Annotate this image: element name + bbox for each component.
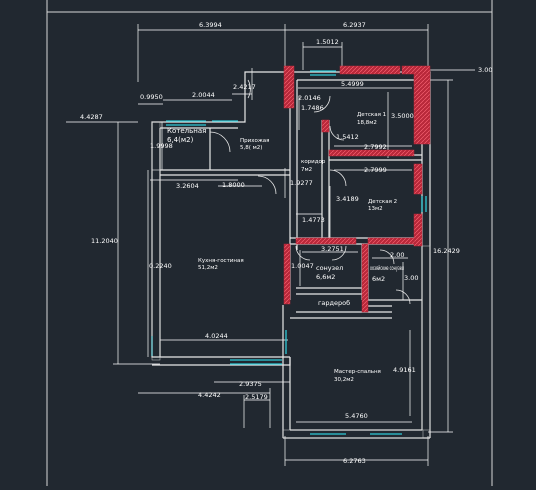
dim-label: 6.2937 (343, 21, 366, 29)
brick-wall (413, 163, 423, 195)
hatched-wall (151, 169, 161, 361)
dim-label: 6.2763 (343, 457, 366, 465)
dim-label: 1.5412 (336, 133, 359, 141)
dim-label: 16.2429 (433, 247, 460, 255)
dim-label: 2.7992 (364, 143, 387, 151)
dim-label: 1.9277 (290, 179, 313, 187)
dim-label: 5.4999 (341, 80, 364, 88)
dimension-lines (66, 24, 475, 466)
room-detskaya2-area: 13м2 (368, 206, 383, 212)
room-kotelnaya-name: Котельная (167, 127, 206, 135)
door-arc (329, 125, 345, 141)
room-prikhozhaya-area: 5,8( м2) (240, 145, 262, 151)
dim-label: 1.5012 (316, 38, 339, 46)
room-master-area: 30,2м2 (334, 377, 354, 383)
dim-label: 11.2040 (91, 237, 118, 245)
brick-wall (339, 65, 401, 75)
door-arc (209, 131, 231, 153)
room-koridor-area: 7м2 (301, 167, 312, 173)
dim-label: 4.0244 (205, 332, 228, 340)
room-hoz-name: хозяйские сонузел (370, 264, 404, 272)
door-arc (313, 95, 331, 113)
dim-label: 3.00 (404, 274, 418, 282)
dim-label: 3.4189 (336, 195, 359, 203)
dim-label: 4.9161 (393, 366, 416, 374)
door-arc (247, 79, 251, 99)
brick-walls (283, 65, 431, 313)
door-arc (329, 169, 347, 187)
dim-label: 4.4242 (198, 391, 221, 399)
room-prikhozhaya-name: Прихожая (240, 138, 269, 144)
room-garderob-name: гардероб (318, 299, 350, 307)
dim-label: 0.9950 (140, 93, 163, 101)
room-sanuzel-name: сонузел (316, 264, 343, 272)
brick-wall (413, 213, 423, 247)
dim-label: 2.9375 (239, 380, 262, 388)
room-hoz-area: 6м2 (372, 275, 385, 283)
door-arc (295, 245, 311, 261)
dim-label: 2.00 (390, 251, 404, 259)
brick-wall (361, 243, 369, 313)
room-detskaya1-name: Детская 1 (357, 112, 386, 118)
windows (151, 70, 427, 435)
room-kotelnaya-area: 6,4(м2) (167, 136, 194, 144)
room-sanuzel-area: 6,6м2 (316, 273, 335, 281)
brick-wall (321, 119, 330, 133)
doors (209, 79, 411, 305)
room-kukhnya-area: 51,2м2 (198, 265, 218, 271)
dim-label: 2.7999 (364, 166, 387, 174)
dim-label: 2.0146 (298, 94, 321, 102)
room-detskaya1-area: 18,8м2 (357, 120, 377, 126)
door-arc (379, 249, 395, 265)
hatched-walls (151, 121, 431, 439)
dim-label: 1.9998 (150, 142, 173, 150)
dim-label: 3.2604 (176, 182, 199, 190)
room-detskaya2-name: Детская 2 (368, 199, 397, 205)
hatched-wall (421, 245, 431, 431)
brick-wall (367, 237, 415, 245)
outer-wall-left (151, 121, 160, 358)
dim-label: 2.4217 (233, 83, 256, 91)
dim-label: 2.0044 (192, 91, 215, 99)
outer-wall-top (160, 71, 290, 123)
dim-label: 1.4773 (302, 216, 325, 224)
dim-label: 3.2751 (321, 245, 344, 253)
brick-wall (328, 149, 415, 157)
dim-label: 1.8000 (222, 181, 245, 189)
dim-label: 6.3994 (199, 21, 222, 29)
room-labels: Котельная 6,4(м2) Прихожая 5,8( м2) кори… (167, 112, 404, 383)
door-arc (257, 175, 277, 195)
dim-label: 0.2240 (149, 262, 172, 270)
dim-label: 3.5000 (391, 112, 414, 120)
door-arc (331, 245, 347, 261)
room-kukhnya-name: Кухня-гостиная (198, 258, 244, 264)
dim-label: 3.00 (478, 66, 492, 74)
dimension-labels: 6.3994 6.2937 1.5012 3.00 5.4999 0.9950 … (80, 21, 492, 465)
brick-wall (413, 73, 431, 145)
room-koridor-name: коридор (301, 159, 326, 165)
dim-label: 2.5179 (245, 393, 268, 401)
brick-wall (401, 65, 431, 75)
hatched-wall (282, 429, 424, 439)
door-arc (395, 289, 411, 305)
dim-label: 5.4760 (345, 412, 368, 420)
brick-wall (283, 243, 291, 305)
drawing-frame (46, 0, 493, 486)
room-master-name: Мастер-спальня (334, 369, 381, 375)
dim-label: 1.7486 (301, 104, 324, 112)
dim-label: 4.4287 (80, 113, 103, 121)
dim-label: 1.0047 (291, 262, 314, 270)
brick-wall (295, 237, 357, 245)
brick-wall (283, 65, 295, 109)
